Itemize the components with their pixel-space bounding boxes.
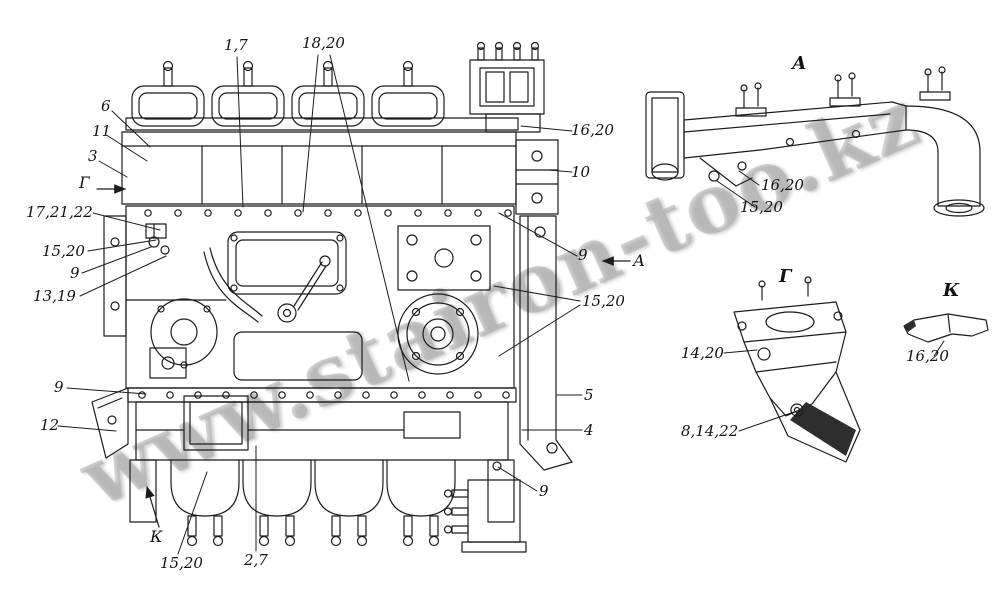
view-k-bracket xyxy=(903,313,989,343)
view-label: Г xyxy=(79,173,90,192)
callout-label: 16,20 xyxy=(571,121,614,139)
view-direction-arrows xyxy=(96,184,631,528)
callout-label: 9 xyxy=(539,482,549,500)
view-g-bracket xyxy=(733,276,861,463)
callout-label: 8,14,22 xyxy=(681,422,739,440)
callout-label: 16,20 xyxy=(906,347,949,365)
block-bottom-flange xyxy=(127,387,517,403)
callout-label: 9 xyxy=(70,264,80,282)
callout-label: 16,20 xyxy=(761,176,804,194)
callout-label: 15,20 xyxy=(42,242,85,260)
callout-label: 9 xyxy=(54,378,64,396)
view-label: К xyxy=(943,280,960,301)
turbo-flange xyxy=(469,41,545,133)
intake-manifold xyxy=(121,131,517,205)
callout-label: 4 xyxy=(584,421,594,439)
callout-label: 2,7 xyxy=(244,551,268,569)
callout-label: 18,20 xyxy=(302,34,345,52)
callout-label: 13,19 xyxy=(33,287,76,305)
leader-lines xyxy=(57,54,945,555)
callout-label: 12 xyxy=(40,416,60,434)
callout-label: 10 xyxy=(571,163,591,181)
callout-label: 6 xyxy=(101,97,111,115)
view-label: Г xyxy=(779,266,792,287)
callout-label: 9 xyxy=(578,246,588,264)
view-label: А xyxy=(633,251,646,270)
engine-main-view xyxy=(91,41,573,553)
callout-label: 14,20 xyxy=(681,344,724,362)
bottom-right-flange xyxy=(443,461,527,553)
callout-label: 3 xyxy=(88,147,98,165)
right-bracket xyxy=(515,139,559,215)
view-label: А xyxy=(792,53,807,74)
callout-label: 17,21,22 xyxy=(26,203,93,221)
callout-label: 15,20 xyxy=(582,292,625,310)
oil-pan xyxy=(135,395,509,461)
manifold-bolt-row xyxy=(144,209,512,217)
callout-label: 5 xyxy=(584,386,594,404)
left-mid-fittings xyxy=(145,223,170,255)
callout-label: 15,20 xyxy=(740,198,783,216)
callout-label: 1,7 xyxy=(224,36,248,54)
callout-label: 15,20 xyxy=(160,554,203,572)
lower-crankcase xyxy=(129,459,515,547)
valve-covers xyxy=(125,60,519,131)
right-tall-bracket xyxy=(519,215,573,471)
callout-label: 11 xyxy=(92,122,112,140)
view-a-manifold xyxy=(645,66,985,217)
left-lower-bracket xyxy=(91,387,129,459)
view-label: К xyxy=(150,527,163,546)
